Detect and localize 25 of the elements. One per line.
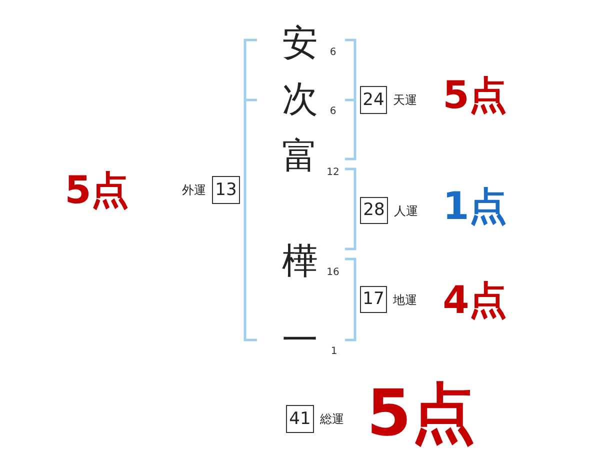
fortune-label: 総運 [320, 413, 344, 425]
fortune-label: 地運 [393, 294, 417, 306]
stroke-count: 6 [330, 107, 336, 117]
fortune-label: 天運 [393, 94, 417, 106]
stroke-count: 1 [330, 347, 338, 357]
kanji-character: 富 [282, 139, 318, 175]
number-box: 24 [360, 86, 387, 114]
kanji-character: 安 [282, 26, 318, 62]
score-text: 5点 [366, 382, 476, 446]
kanji-character: 次 [282, 82, 318, 118]
number-box: 28 [360, 197, 388, 224]
score-text: 5点 [442, 76, 508, 114]
stroke-count: 6 [330, 48, 336, 58]
number-box: 17 [360, 286, 387, 313]
stroke-count: 16 [326, 268, 340, 278]
number-box: 13 [212, 176, 240, 204]
fortune-label: 外運 [182, 184, 206, 196]
stroke-count: 12 [326, 168, 340, 178]
number-box: 41 [286, 405, 314, 433]
score-text: 1点 [442, 187, 508, 225]
score-text: 4点 [442, 281, 508, 319]
kanji-character: 樺 [282, 244, 318, 280]
kanji-character: 一 [282, 323, 318, 359]
fortune-label: 人運 [394, 204, 418, 216]
score-text: 5点 [64, 171, 130, 209]
